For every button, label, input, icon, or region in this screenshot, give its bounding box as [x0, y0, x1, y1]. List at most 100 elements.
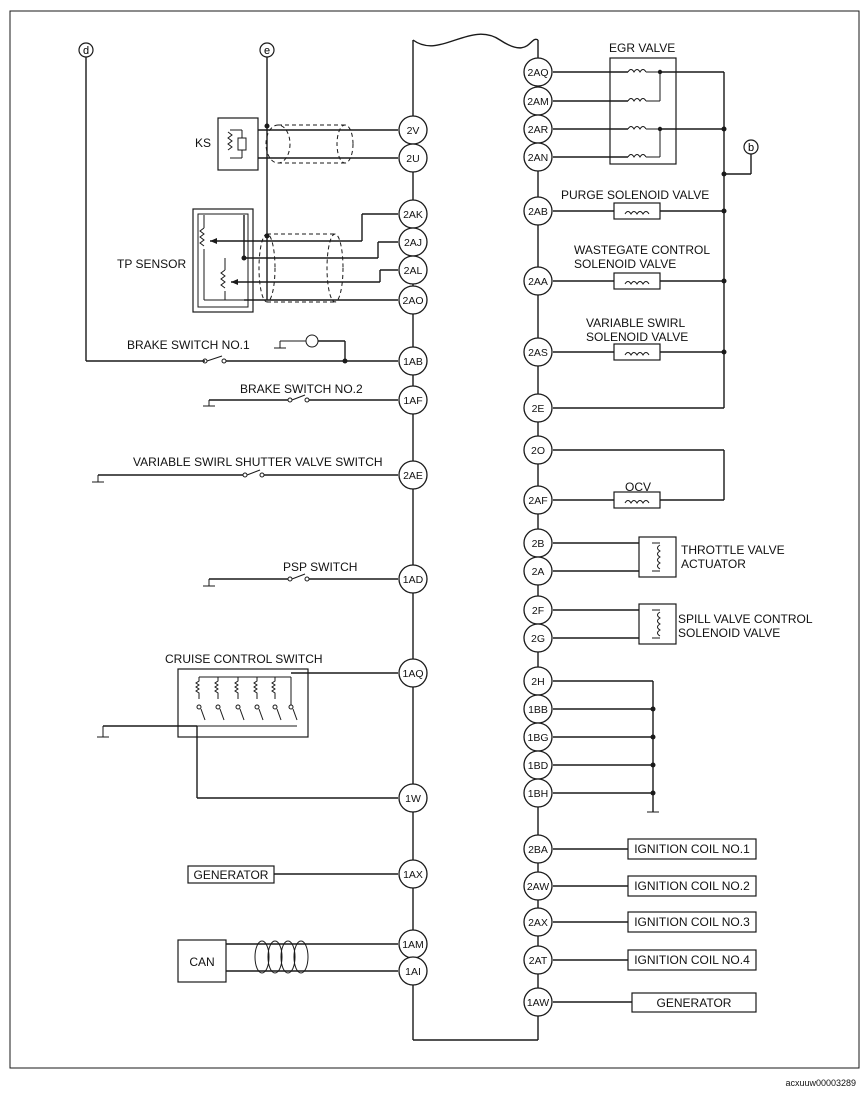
pin-label: 2AF [528, 495, 547, 507]
tp-sensor [192, 208, 254, 313]
pin-1bb: 1BB [523, 694, 553, 724]
pin-label: 2AO [402, 295, 423, 307]
egr-valve-box [609, 57, 677, 165]
pin-label: 2AB [528, 206, 548, 218]
pin-label: 2U [406, 153, 419, 165]
pin-1w: 1W [398, 783, 428, 813]
swirl-switch-icon [246, 469, 261, 476]
brake-switch-2-icon [291, 394, 306, 401]
pin-label: 2AL [404, 265, 423, 277]
ignition-coil-3-label: IGNITION COIL NO.3 [634, 915, 750, 929]
wastegate-label-1: WASTEGATE CONTROL [574, 243, 710, 257]
ecu-right-pins: 2AQ 2AM 2AR 2AN 2AB 2AA 2AS 2E 2O 2AF 2B 2A 2F 2G 2H 1B… [523, 57, 553, 1017]
pin-label: 2BA [528, 844, 548, 856]
pin-1ab: 1AB [398, 346, 428, 376]
brake-switch-2-label: BRAKE SWITCH NO.2 [240, 382, 363, 396]
pin-label: 1AX [403, 869, 423, 881]
pin-label: 2AQ [527, 67, 548, 79]
ignition-coil-4-label: IGNITION COIL NO.4 [634, 953, 750, 967]
pin-label: 2F [532, 605, 544, 617]
pin-1aw: 1AW [523, 987, 553, 1017]
pin-2af: 2AF [523, 485, 553, 515]
throttle-label-2: ACTUATOR [681, 557, 746, 571]
connector-d: d [78, 42, 94, 58]
pin-label: 2AS [528, 347, 548, 359]
pin-1ad: 1AD [398, 564, 428, 594]
can-box [177, 939, 227, 983]
swirl-valve-icon [613, 343, 661, 361]
pin-2ba: 2BA [523, 834, 553, 864]
pin-label: 2AW [527, 881, 549, 893]
pin-2ax: 2AX [523, 907, 553, 937]
pin-label: 2AT [529, 955, 548, 967]
ignition-coil-1-box [627, 838, 757, 860]
pin-label: 1BH [528, 788, 548, 800]
connector-e-label: e [264, 45, 270, 57]
pin-2a: 2A [523, 556, 553, 586]
pin-label: 2H [531, 676, 544, 688]
ocv-label: OCV [625, 480, 651, 494]
purge-valve-label: PURGE SOLENOID VALVE [561, 188, 709, 202]
diagram-frame [9, 10, 860, 1069]
pin-2b: 2B [523, 528, 553, 558]
pin-label: 2AR [528, 124, 549, 136]
pin-2h: 2H [523, 666, 553, 696]
egr-coils-icon [627, 69, 647, 158]
pin-label: 1AB [403, 356, 423, 368]
pin-2o: 2O [523, 435, 553, 465]
pin-1bd: 1BD [523, 750, 553, 780]
pin-2ae: 2AE [398, 460, 428, 490]
pin-label: 1W [405, 793, 421, 805]
egr-valve-label: EGR VALVE [609, 41, 675, 55]
psp-switch-label: PSP SWITCH [283, 560, 357, 574]
pin-2u: 2U [398, 143, 428, 173]
pin-2at: 2AT [523, 945, 553, 975]
brake-switch-1-label: BRAKE SWITCH NO.1 [127, 338, 250, 352]
ecu-left-pins: 2V2U2AK2AJ2AL2AO1AB1AF2AE1AD1AQ1W1AX1AM1… [398, 115, 428, 986]
pin-label: 2A [532, 566, 545, 578]
pin-label: 1AQ [402, 668, 423, 680]
can-label: CAN [189, 955, 214, 969]
brake-switch-1-icon [206, 355, 223, 362]
pin-2as: 2AS [523, 337, 553, 367]
pin-1af: 1AF [398, 385, 428, 415]
brake-lamp-icon [305, 334, 319, 348]
pin-label: 2O [531, 445, 545, 457]
generator-left-label: GENERATOR [194, 868, 269, 882]
cruise-switch-label: CRUISE CONTROL SWITCH [165, 652, 323, 666]
swirl-valve-label-1: VARIABLE SWIRL [586, 316, 685, 330]
connector-b: b [743, 139, 759, 155]
spill-coil-icon [657, 611, 661, 637]
throttle-actuator-box [638, 536, 677, 578]
pin-label: 2AM [527, 96, 549, 108]
pin-label: 1AI [405, 966, 421, 978]
pin-label: 2AK [403, 209, 423, 221]
pin-2aw: 2AW [523, 871, 553, 901]
pin-1ax: 1AX [398, 859, 428, 889]
pin-2aa: 2AA [523, 266, 553, 296]
pin-label: 2AA [528, 276, 548, 288]
connector-b-label: b [748, 142, 754, 154]
pin-1aq: 1AQ [398, 658, 428, 688]
cruise-switch-contacts-icon [195, 677, 298, 727]
pin-2an: 2AN [523, 142, 553, 172]
psp-switch-icon [291, 573, 306, 580]
throttle-coil-icon [657, 544, 661, 570]
ocv-icon [613, 491, 661, 509]
connector-e: e [259, 42, 275, 58]
pin-2g: 2G [523, 623, 553, 653]
spill-valve-box [638, 603, 677, 645]
purge-valve-icon [613, 202, 661, 220]
pin-2f: 2F [523, 595, 553, 625]
ignition-coil-1-label: IGNITION COIL NO.1 [634, 842, 750, 856]
swirl-valve-label-2: SOLENOID VALVE [586, 330, 688, 344]
pin-2e: 2E [523, 393, 553, 423]
pin-label: 2AN [528, 152, 548, 164]
tp-resistor-1-icon [199, 227, 205, 247]
pin-label: 2G [531, 633, 545, 645]
pin-label: 1AF [403, 395, 422, 407]
pin-label: 1BB [528, 704, 548, 716]
pin-label: 2AJ [404, 237, 422, 249]
pin-1bh: 1BH [523, 778, 553, 808]
pin-label: 1BG [527, 732, 548, 744]
